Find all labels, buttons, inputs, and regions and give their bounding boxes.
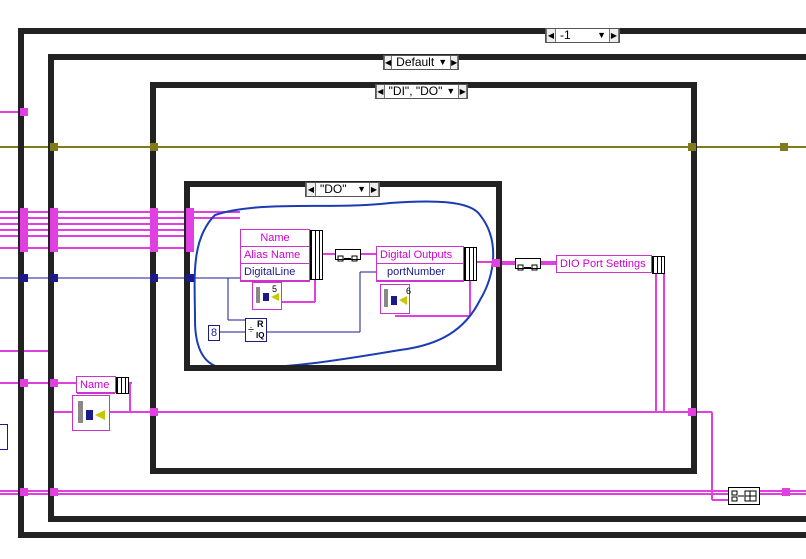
dio-port-settings-node[interactable]: DIO Port Settings [556,255,665,274]
build-array-icon[interactable] [728,487,760,505]
unbundle-by-name-node[interactable]: Name Alias Name DigitalLine [240,229,323,282]
digital-outputs-row: Digital Outputs [377,247,463,264]
outer-case-selector[interactable]: ◀ -1 ▼ ▶ [545,28,620,43]
decrement-arrow-icon[interactable]: ◀ [546,29,556,42]
tunnel-cluster-top[interactable] [20,108,28,116]
index-array-count: 5 [272,284,278,294]
outer-case-structure[interactable] [18,28,806,538]
decrement-arrow-icon[interactable]: ◀ [376,85,385,98]
increment-arrow-icon[interactable]: ▶ [369,183,379,196]
tunnel-cluster-b[interactable] [50,208,58,252]
to-variant-glyph [337,255,358,262]
chevron-down-icon[interactable]: ▼ [446,86,456,96]
index-array-icon-2[interactable]: 6 [380,284,412,314]
quotient-iq-label: IQ [256,331,265,340]
tunnel-cluster-bottom-c[interactable] [782,488,790,496]
chevron-down-icon[interactable]: ▼ [438,57,448,67]
do-case-selector[interactable]: ◀ "DO" ▼ ▶ [305,182,380,197]
tunnel-error-right[interactable] [688,143,696,151]
tunnel-cluster-out[interactable] [492,259,500,267]
index-array-icon-3[interactable] [72,395,110,431]
unbundle-row-digitalline: DigitalLine [241,264,309,281]
tunnel-numeric-d[interactable] [186,274,194,282]
index-array-glyph [78,401,105,423]
unbundle-icon [116,377,129,394]
tunnel-cluster-lower[interactable] [20,379,28,387]
tunnel-cluster-low2[interactable] [50,379,58,387]
increment-arrow-icon[interactable]: ▶ [609,29,619,42]
unbundle-row-alias: Alias Name [241,247,309,264]
chevron-down-icon[interactable]: ▼ [597,30,606,40]
default-case-label: Default [396,55,435,69]
tunnel-numeric-c[interactable] [150,274,158,282]
unbundle-icon [310,230,323,280]
do-case-label: "DO" [320,182,347,196]
di-do-case-label: "DI", "DO" [388,84,443,98]
default-case-selector[interactable]: ◀ Default ▼ ▶ [383,55,459,70]
quotient-r-label: R [257,319,264,329]
dio-port-settings-label: DIO Port Settings [557,256,651,273]
name-unbundle-node[interactable]: Name [76,376,129,394]
unbundle-row-name: Name [241,230,309,247]
unbundle-icon [652,256,665,274]
tunnel-error-far-right[interactable] [780,143,788,151]
tunnel-error-inner[interactable] [150,143,158,151]
build-array-glyph [731,490,757,502]
decrement-arrow-icon[interactable]: ◀ [306,183,316,196]
tunnel-cluster-bottom-b[interactable] [50,488,58,496]
outer-case-label: -1 [560,28,571,42]
port-number-row: portNumber [377,264,463,281]
increment-arrow-icon[interactable]: ▶ [458,85,467,98]
index-array-glyph [384,289,407,307]
tunnel-cluster-c[interactable] [150,208,158,252]
index-array-icon[interactable]: 5 [252,282,282,310]
tunnel-cluster-d[interactable] [186,208,194,252]
name-row: Name [77,377,115,394]
decrement-arrow-icon[interactable]: ◀ [384,56,393,69]
digital-outputs-node[interactable]: Digital Outputs portNumber [376,246,477,282]
tunnel-cluster-a[interactable] [20,208,28,252]
tunnel-cluster-bottom-a[interactable] [20,488,28,496]
to-variant-icon-2[interactable] [515,258,541,271]
tunnel-numeric-a[interactable] [20,274,28,282]
to-variant-icon[interactable] [335,249,361,262]
quotient-remainder-icon[interactable]: ÷ R IQ [245,318,267,342]
terminal-icon[interactable] [0,424,8,450]
tunnel-error-left[interactable] [50,143,58,151]
increment-arrow-icon[interactable]: ▶ [450,56,459,69]
index-array-glyph [256,287,279,303]
tunnel-cluster-mid[interactable] [150,408,158,416]
constant-eight[interactable]: 8 [208,325,220,341]
bundle-icon [464,247,477,281]
quotient-symbol: ÷ [248,324,255,336]
di-do-case-selector[interactable]: ◀ "DI", "DO" ▼ ▶ [375,84,468,99]
tunnel-cluster-mid-right[interactable] [688,408,696,416]
to-variant-glyph [517,264,538,271]
tunnel-numeric-b[interactable] [50,274,58,282]
chevron-down-icon[interactable]: ▼ [357,184,366,194]
index-array-count: 6 [406,286,412,296]
